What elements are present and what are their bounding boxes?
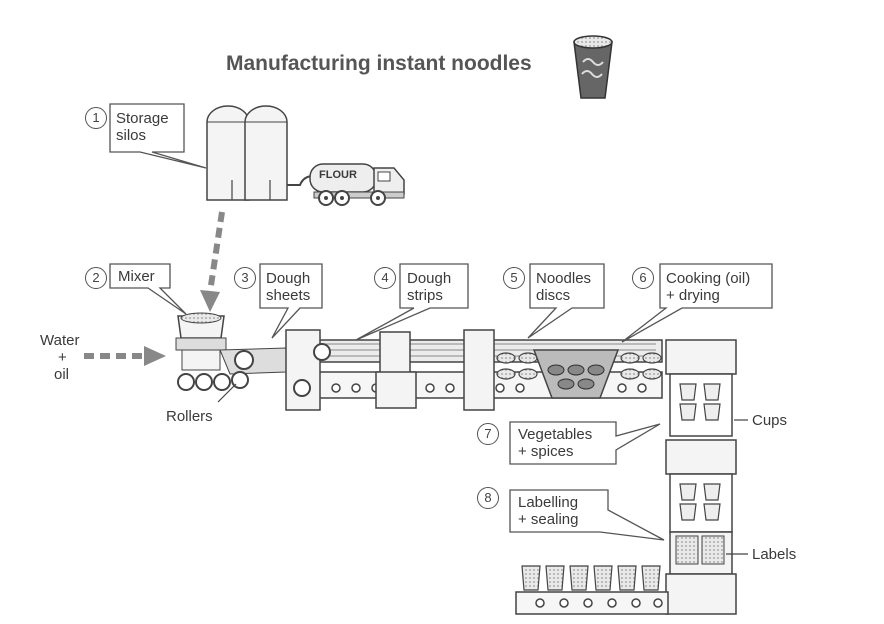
- callout-shapes: [109, 103, 773, 541]
- step-7-number: 7: [477, 423, 499, 445]
- output-conveyor: [515, 565, 669, 615]
- step-6-label-line2: + drying: [666, 287, 720, 304]
- diagram-title: Manufacturing instant noodles: [226, 52, 532, 75]
- step-2-label: Mixer: [118, 268, 155, 285]
- cups-label: Cups: [752, 412, 788, 429]
- flour-truck: [309, 163, 405, 206]
- input-oil-label: oil: [54, 366, 70, 383]
- labels-label: Labels: [752, 546, 797, 563]
- rollers-leader: [217, 383, 237, 403]
- noodle-cup-icon: [573, 35, 613, 99]
- step-1-number: 1: [85, 107, 107, 129]
- step-1-label-line1: Storage: [116, 110, 169, 127]
- step-3-number: 3: [234, 267, 256, 289]
- step-3-label-line2: sheets: [266, 287, 311, 304]
- storage-silos: [206, 105, 317, 201]
- step-5-label-line1: Noodles: [536, 270, 592, 287]
- step-6-number: 6: [632, 267, 654, 289]
- noodle-discs: [496, 352, 662, 380]
- mixer: [175, 312, 227, 371]
- water-oil-arrow: [84, 346, 166, 366]
- step-2-number: 2: [85, 267, 107, 289]
- step-7-label-line1: Vegetables: [518, 426, 593, 443]
- step-7-label-line2: + spices: [518, 443, 574, 460]
- step-8-number: 8: [477, 487, 499, 509]
- input-water-label: Water: [40, 332, 80, 349]
- truck-label: FLOUR: [319, 169, 357, 181]
- step-4-label-line1: Dough: [407, 270, 452, 287]
- rollers-label: Rollers: [166, 408, 213, 425]
- step-5-number: 5: [503, 267, 525, 289]
- step-4-number: 4: [374, 267, 396, 289]
- input-plus-label: +: [58, 349, 67, 366]
- step-8-label-line1: Labelling: [518, 494, 579, 511]
- step-3-label-line1: Dough: [266, 270, 311, 287]
- step-1-label-line2: silos: [116, 127, 147, 144]
- step-4-label-line2: strips: [407, 287, 443, 304]
- silo-to-mixer-arrow: [200, 211, 225, 312]
- cup-filling-machine: [665, 339, 748, 615]
- step-6-label-line1: Cooking (oil): [666, 270, 751, 287]
- cooking-oil-bath: [532, 349, 620, 399]
- dough-sheet-rollers: [177, 347, 287, 391]
- step-5-label-line2: discs: [536, 287, 571, 304]
- step-8-label-line2: + sealing: [518, 511, 579, 528]
